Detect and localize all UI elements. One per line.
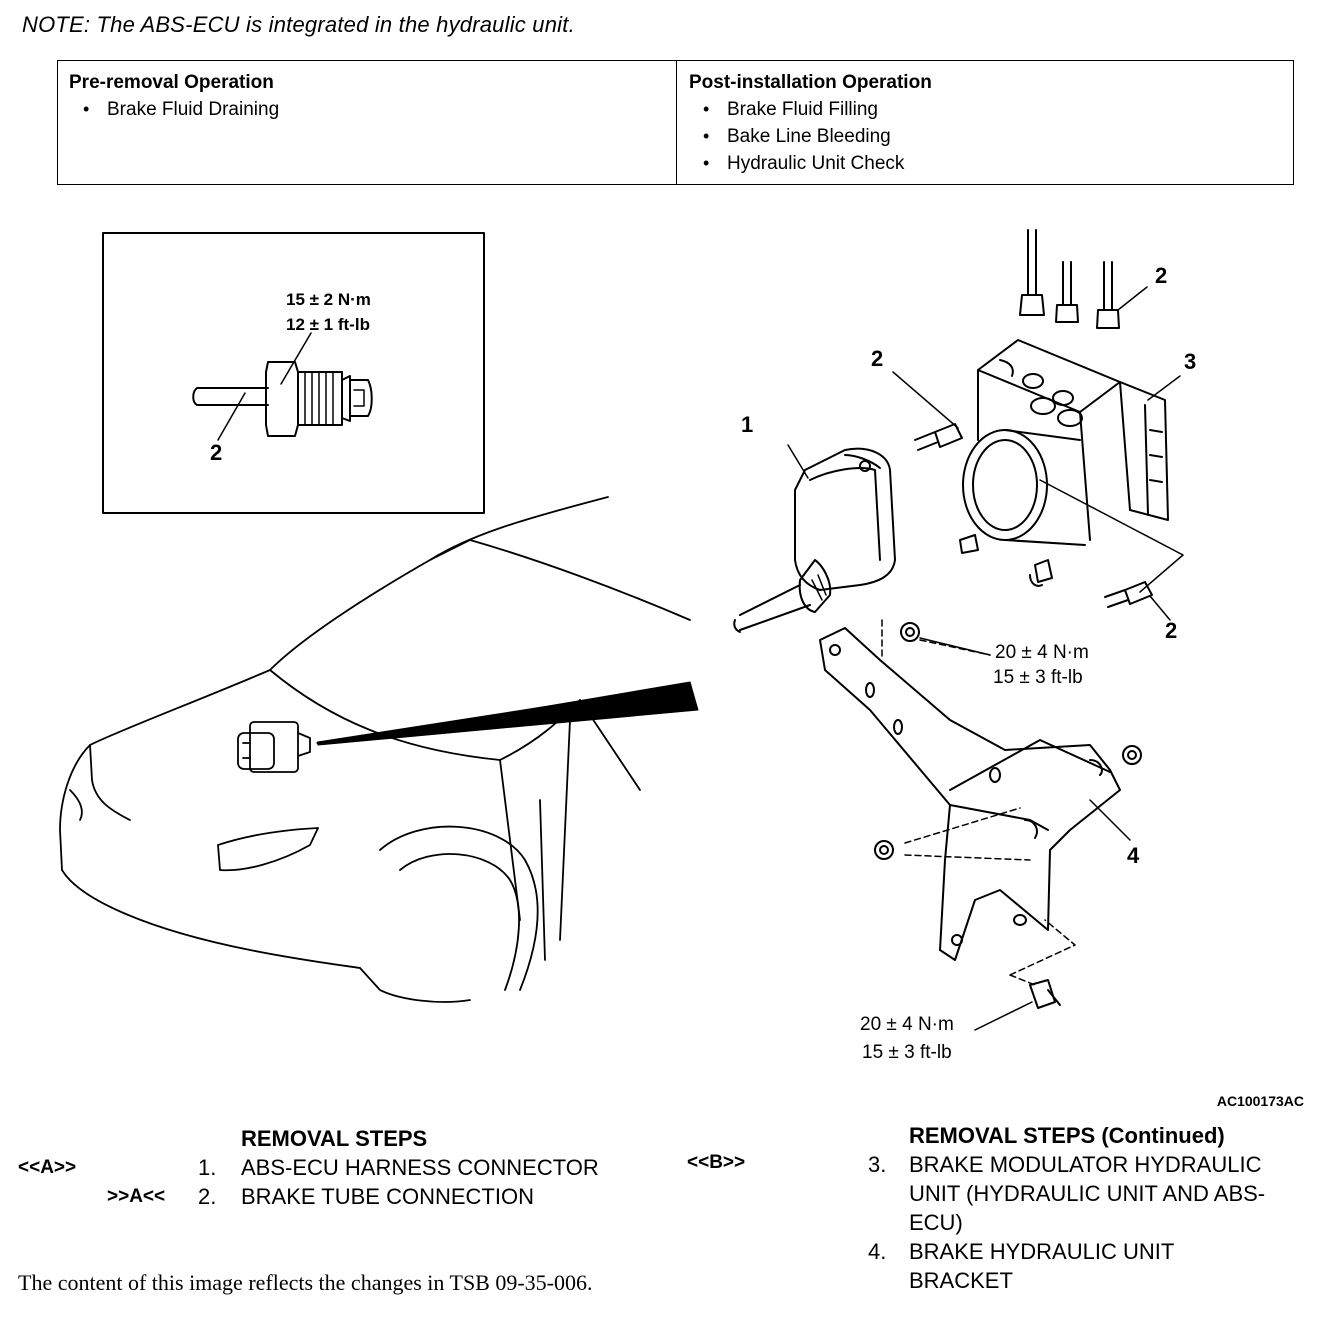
brake-tubes	[1019, 229, 1120, 329]
pre-removal-title: Pre-removal Operation	[69, 72, 274, 93]
callout-wedge-edge	[316, 683, 692, 745]
callout-3: 3	[1184, 349, 1196, 374]
abs-unit-diagram: 15 ± 2 N·m 12 ± 1 ft-lb 2 1	[59, 229, 1196, 1063]
post-installation-item: Brake Fluid Filling	[689, 96, 932, 123]
inset-detail	[102, 232, 485, 514]
side-fitting-upper	[914, 423, 963, 451]
figure-code: AC100173AC	[1216, 1093, 1304, 1109]
nut-guide-upper	[881, 619, 991, 661]
bracket-torque-ftlb: 15 ± 3 ft-lb	[993, 667, 1083, 688]
step-3-number: 3.	[868, 1152, 887, 1177]
footer-note: The content of this image reflects the c…	[18, 1270, 593, 1295]
callout-2-mid: 2	[871, 346, 883, 371]
post-installation-item: Hydraulic Unit Check	[689, 150, 932, 177]
callout-2-mid-leader	[892, 371, 959, 429]
step-1-tag: <<A>>	[18, 1157, 77, 1178]
step-4-number: 4.	[868, 1239, 887, 1264]
step-4-line: BRAKE HYDRAULIC UNIT	[909, 1239, 1175, 1264]
callout-2-top-leader	[1117, 286, 1148, 311]
inset-torque-ftlb: 12 ± 1 ft-lb	[286, 315, 370, 334]
bolt-torque-ftlb: 15 ± 3 ft-lb	[862, 1042, 952, 1063]
step-2-number: 2.	[198, 1184, 217, 1209]
post-installation-column: Post-installation Operation Brake Fluid …	[689, 69, 932, 177]
nut-guide-lower	[904, 807, 1031, 861]
step-1-number: 1.	[198, 1155, 217, 1180]
callout-4-leader	[1089, 799, 1131, 841]
removal-steps-continued-title: REMOVAL STEPS (Continued)	[909, 1123, 1225, 1148]
callout-2-top: 2	[1155, 263, 1167, 288]
callout-1: 1	[741, 412, 753, 437]
step-2-text: BRAKE TUBE CONNECTION	[241, 1184, 534, 1209]
hydraulic-unit	[959, 339, 1169, 587]
bracket-torque-nm: 20 ± 4 N·m	[995, 642, 1089, 663]
callout-4: 4	[1127, 843, 1140, 868]
step-3-line: ECU)	[909, 1210, 963, 1235]
side-fitting-lower	[1104, 581, 1153, 608]
pre-removal-column: Pre-removal Operation Brake Fluid Draini…	[69, 69, 279, 123]
inset-callout-leader	[217, 392, 246, 441]
table-divider	[676, 61, 677, 184]
car-outline	[59, 496, 691, 1003]
bolt-torque-nm: 20 ± 4 N·m	[860, 1014, 954, 1035]
harness-connector	[733, 447, 896, 633]
bracket-bolt	[1029, 979, 1061, 1009]
operations-table: Pre-removal Operation Brake Fluid Draini…	[57, 60, 1294, 185]
car-abs-unit	[237, 721, 311, 773]
post-installation-title: Post-installation Operation	[689, 72, 932, 93]
bolt-guide	[1009, 919, 1076, 986]
bolt-leader	[974, 1001, 1033, 1031]
removal-steps-title: REMOVAL STEPS	[241, 1126, 428, 1151]
post-installation-item: Bake Line Bleeding	[689, 123, 932, 150]
fitting-guide-line	[1039, 479, 1184, 593]
callout-3-leader	[1147, 375, 1181, 401]
step-2-tag: >>A<<	[107, 1186, 166, 1207]
callout-2-low-leader	[1149, 595, 1171, 621]
inset-torque-nm: 15 ± 2 N·m	[286, 290, 371, 309]
step-3-tag: <<B>>	[687, 1152, 746, 1173]
note-text: NOTE: The ABS-ECU is integrated in the h…	[22, 12, 575, 37]
step-1-text: ABS-ECU HARNESS CONNECTOR	[241, 1155, 599, 1180]
step-3-line: BRAKE MODULATOR HYDRAULIC	[909, 1152, 1262, 1177]
callout-2-low: 2	[1165, 618, 1177, 643]
inset-leader-line	[280, 332, 312, 385]
bracket-torque-leader	[919, 637, 991, 656]
callout-1-leader	[787, 444, 809, 479]
callout-2-inset: 2	[210, 440, 222, 465]
step-3-line: UNIT (HYDRAULIC UNIT AND ABS-	[909, 1181, 1266, 1206]
pre-removal-item: Brake Fluid Draining	[69, 96, 279, 123]
step-4-line: BRACKET	[909, 1268, 1013, 1293]
bracket	[819, 627, 1121, 961]
bracket-nuts	[874, 622, 1142, 860]
